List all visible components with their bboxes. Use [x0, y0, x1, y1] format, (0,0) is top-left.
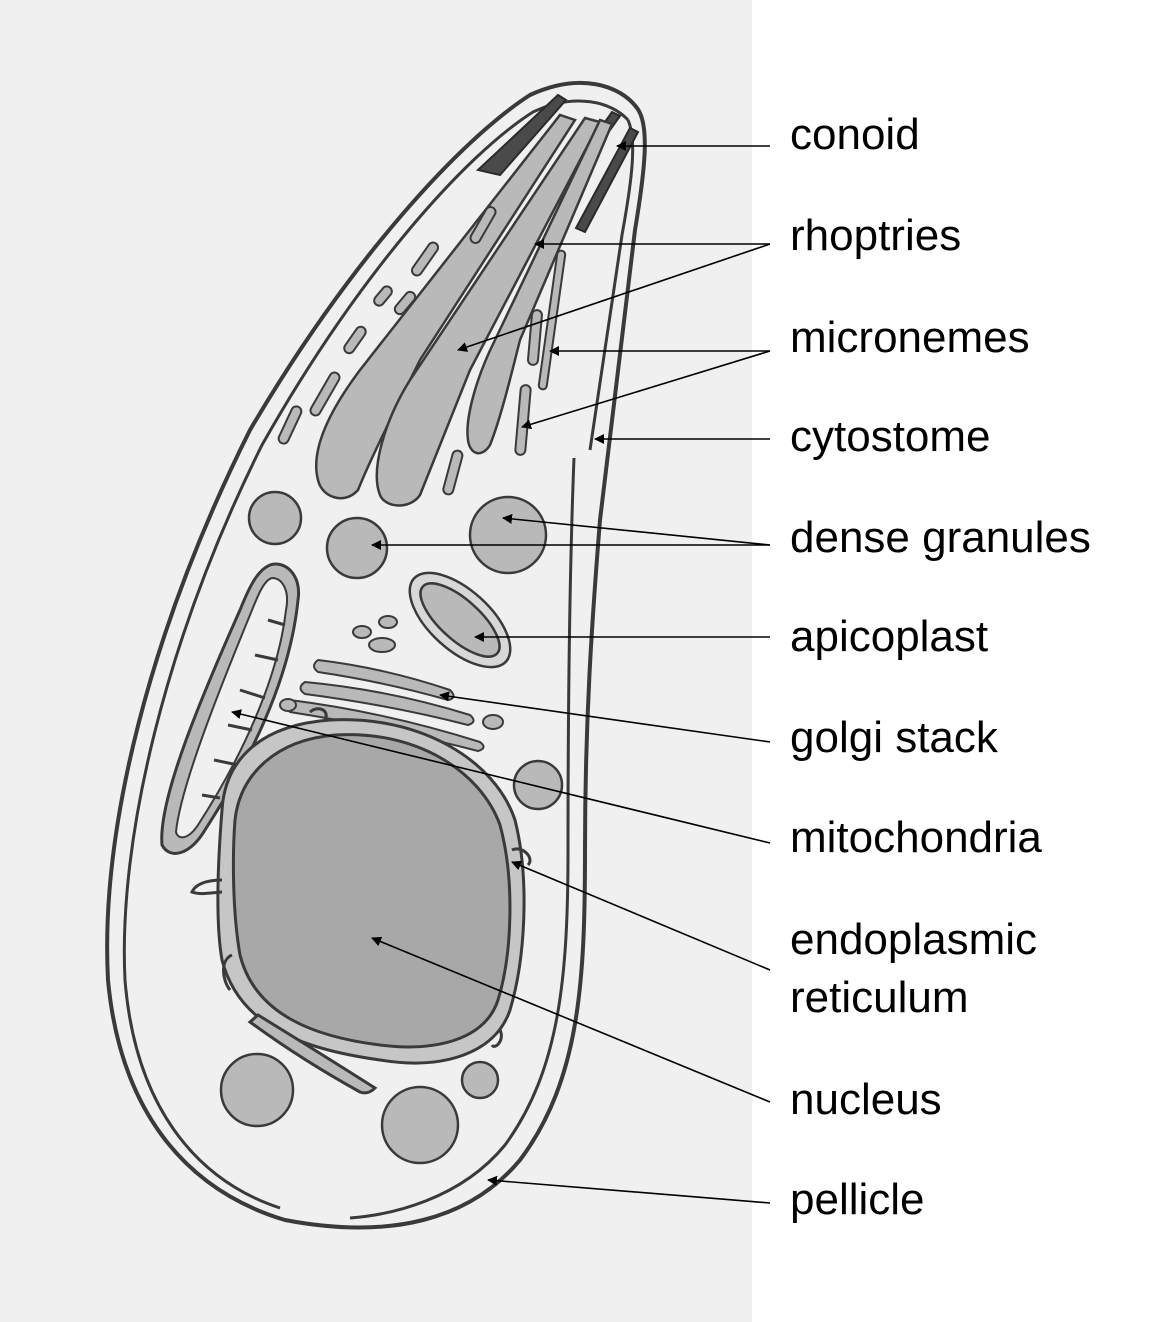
label-nucleus: nucleus [790, 1078, 942, 1122]
nucleus-structure [233, 735, 510, 1047]
label-conoid: conoid [790, 113, 920, 157]
label-rhoptries: rhoptries [790, 214, 961, 258]
label-er-line1: endoplasmic [790, 918, 1037, 962]
label-mitochondria: mitochondria [790, 816, 1042, 860]
label-pellicle: pellicle [790, 1178, 925, 1222]
label-apicoplast: apicoplast [790, 615, 988, 659]
label-golgi-stack: golgi stack [790, 716, 998, 760]
label-cytostome: cytostome [790, 415, 991, 459]
label-er-line2: reticulum [790, 976, 969, 1020]
label-micronemes: micronemes [790, 316, 1030, 360]
label-dense-granules: dense granules [790, 516, 1091, 560]
